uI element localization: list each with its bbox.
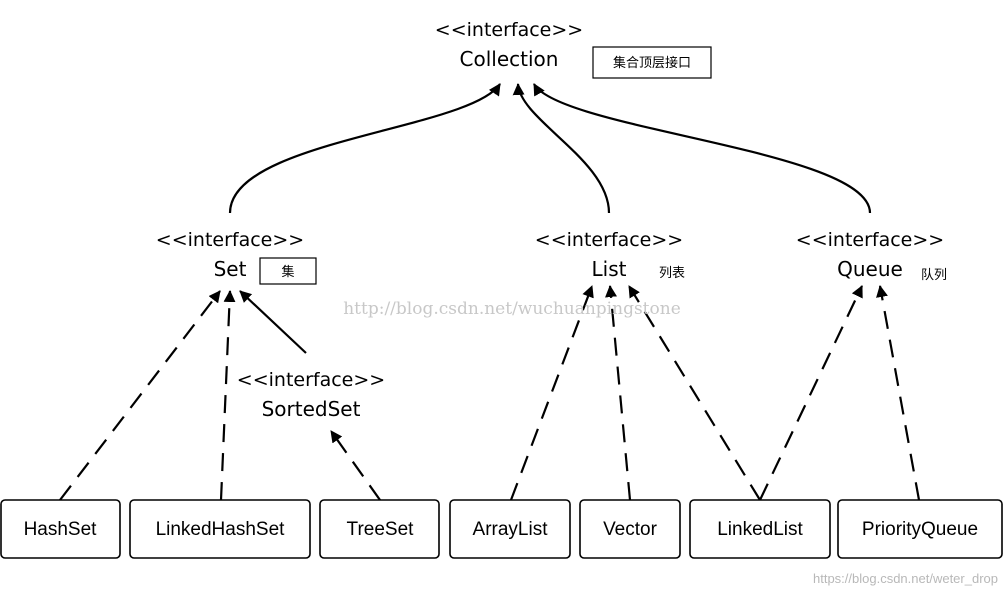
linkedhashset-label: LinkedHashSet <box>156 519 286 540</box>
interface-set: <<interface>> Set 集 <box>156 229 317 285</box>
edge-sortedset-to-set <box>239 290 307 354</box>
collection-name: Collection <box>460 47 559 71</box>
collection-stereotype: <<interface>> <box>435 19 583 41</box>
treeset-box <box>319 499 440 559</box>
corner-watermark: https://blog.csdn.net/weter_drop <box>813 571 998 586</box>
vector-box <box>579 499 681 559</box>
interface-queue: <<interface>> Queue 队列 <box>796 229 947 283</box>
queue-stereotype: <<interface>> <box>796 229 944 251</box>
edge-treeset-to-sortedset <box>330 430 381 501</box>
hashset-label: HashSet <box>24 519 98 540</box>
edge-list-to-collection <box>512 83 611 214</box>
linkedhashset-box <box>129 499 311 559</box>
class-treeset: TreeSet <box>319 499 440 559</box>
center-watermark: http://blog.csdn.net/wuchuanpingstone <box>343 299 681 319</box>
list-note: 列表 <box>659 266 685 281</box>
interface-sortedset: <<interface>> SortedSet <box>237 369 385 421</box>
collection-note: 集合顶层接口 <box>613 55 691 71</box>
set-stereotype: <<interface>> <box>156 229 304 251</box>
treeset-label: TreeSet <box>347 519 415 540</box>
hashset-box <box>0 499 121 559</box>
class-vector: Vector <box>579 499 681 559</box>
sortedset-stereotype: <<interface>> <box>237 369 385 391</box>
collection-note-box <box>592 46 712 79</box>
priorityqueue-box <box>837 499 1003 559</box>
edge-set-to-collection <box>228 83 501 214</box>
edge-linkedlist-to-list <box>628 285 761 501</box>
set-note: 集 <box>281 264 294 280</box>
queue-note: 队列 <box>921 268 947 283</box>
queue-name: Queue <box>837 257 903 281</box>
class-arraylist: ArrayList <box>449 499 571 559</box>
class-priorityqueue: PriorityQueue <box>837 499 1003 559</box>
set-note-box <box>259 257 317 285</box>
interface-list: <<interface>> List 列表 <box>535 229 685 281</box>
set-name: Set <box>214 257 247 281</box>
edge-priorityqueue-to-queue <box>876 285 921 501</box>
edge-queue-to-collection <box>533 83 872 214</box>
edge-linkedlist-to-queue <box>759 285 863 501</box>
edge-arraylist-to-list <box>509 285 594 501</box>
list-stereotype: <<interface>> <box>535 229 683 251</box>
linkedlist-label: LinkedList <box>717 519 803 540</box>
class-linkedlist: LinkedList <box>689 499 831 559</box>
arraylist-label: ArrayList <box>473 519 549 540</box>
priorityqueue-label: PriorityQueue <box>862 519 978 540</box>
edge-hashset-to-set <box>59 290 221 501</box>
interface-collection: <<interface>> Collection 集合顶层接口 <box>435 19 712 79</box>
arraylist-box <box>449 499 571 559</box>
vector-label: Vector <box>603 519 658 540</box>
edge-vector-to-list <box>605 285 632 501</box>
class-hashset: HashSet <box>0 499 121 559</box>
sortedset-name: SortedSet <box>262 397 361 421</box>
class-linkedhashset: LinkedHashSet <box>129 499 311 559</box>
linkedlist-box <box>689 499 831 559</box>
edge-linkedhashset-to-set <box>219 290 236 501</box>
list-name: List <box>592 257 627 281</box>
